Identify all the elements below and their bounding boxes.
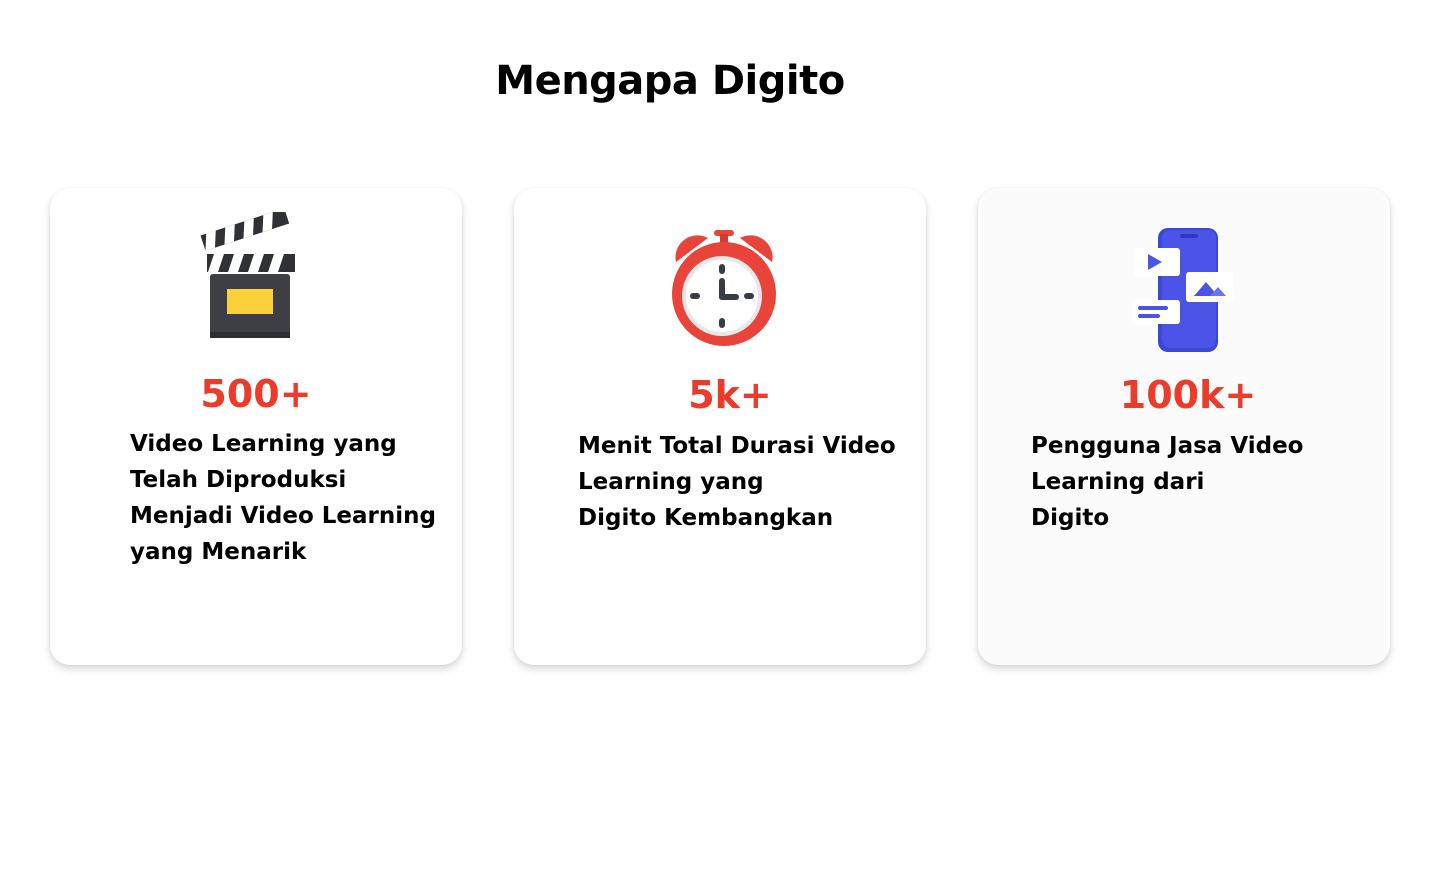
description-line: yang Menarik <box>130 539 307 565</box>
stat-card-users: 100k+ Pengguna Jasa Video Learning dari … <box>978 188 1390 665</box>
description-line: Telah Diproduksi <box>130 467 347 493</box>
description-line: Learning yang <box>578 469 764 495</box>
clapperboard-icon <box>200 212 295 338</box>
description-line: Pengguna Jasa Video <box>1031 433 1304 459</box>
stat-value: 5k+ <box>688 373 772 417</box>
stat-description: Pengguna Jasa Video Learning dari Digito <box>1031 428 1321 536</box>
alarm-clock-icon <box>672 230 776 346</box>
stat-card-videos: 500+ Video Learning yang Telah Diproduks… <box>50 188 462 665</box>
description-line: Menjadi Video Learning <box>130 503 436 529</box>
description-line: Video Learning yang <box>130 431 397 457</box>
stat-description: Video Learning yang Telah Diproduksi Men… <box>130 426 436 570</box>
stat-description: Menit Total Durasi Video Learning yang D… <box>578 428 896 536</box>
description-line: Digito <box>1031 505 1110 531</box>
section-title: Mengapa Digito <box>495 58 845 104</box>
description-line: Menit Total Durasi Video <box>578 433 896 459</box>
description-line: Learning dari <box>1031 469 1205 495</box>
stat-value: 100k+ <box>1119 373 1257 417</box>
stat-card-duration: 5k+ Menit Total Durasi Video Learning ya… <box>514 188 926 665</box>
description-line: Digito Kembangkan <box>578 505 834 531</box>
smartphone-media-icon <box>1132 228 1234 352</box>
stat-value: 500+ <box>200 372 312 416</box>
